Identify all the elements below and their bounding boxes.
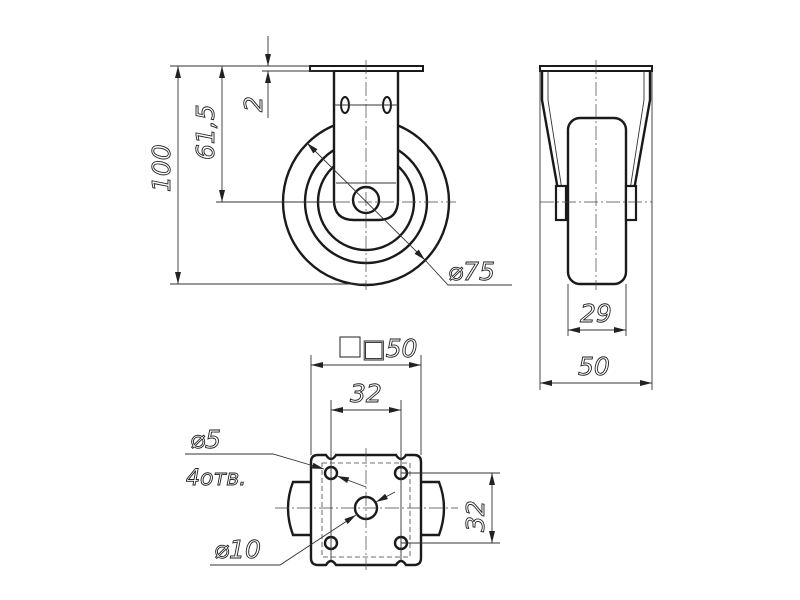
dim-plate-thickness: 2	[239, 96, 268, 112]
dim-center-hole: ⌀10	[214, 535, 261, 564]
dim-hole-spacing-y: 32	[461, 500, 490, 532]
dim-hole-diameter: ⌀5	[190, 425, 221, 454]
hole-count-note: 4отв.	[186, 466, 246, 491]
top-plate	[309, 65, 424, 72]
dim-bracket-width: 50	[578, 352, 610, 381]
side-view: 29 50	[539, 60, 653, 390]
front-view: 100 61,5 2 ⌀75	[147, 36, 512, 290]
top-view: □50 32 32 ⌀5 4отв. ⌀10	[185, 334, 500, 570]
dim-hole-spacing-x: 32	[350, 379, 382, 408]
mounting-plate	[309, 453, 423, 567]
dim-plate-size: □50	[362, 334, 417, 363]
dim-height-total: 100	[147, 144, 176, 192]
wheel-side	[566, 116, 628, 286]
dim-axle-height: 61,5	[191, 104, 220, 160]
dim-wheel-width: 29	[580, 299, 612, 328]
dim-wheel-diameter: ⌀75	[448, 257, 495, 286]
